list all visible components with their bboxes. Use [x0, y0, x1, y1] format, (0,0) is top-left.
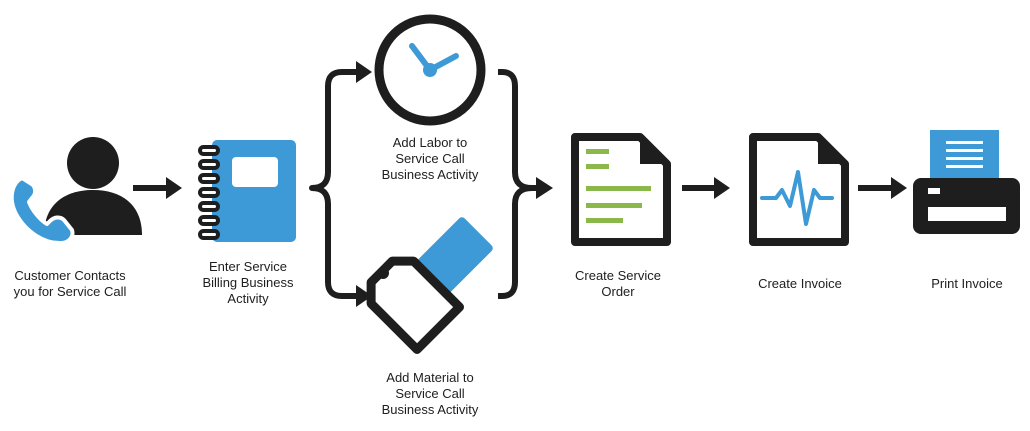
- price-tag-icon: [366, 213, 497, 354]
- step-label-add-labor: Add Labor to Service Call Business Activ…: [381, 135, 479, 182]
- arrow-1: [133, 177, 182, 199]
- step-label-enter-service-billing: Enter Service Billing Business Activity: [202, 259, 294, 306]
- step-label-create-service-order: Create Service Order: [575, 268, 661, 299]
- step-label-create-invoice: Create Invoice: [758, 276, 842, 291]
- merge-bracket: [498, 69, 553, 299]
- step-label-print-invoice: Print Invoice: [931, 276, 1003, 291]
- step-label-add-material: Add Material to Service Call Business Ac…: [381, 370, 479, 417]
- service-order-document-icon: [571, 133, 671, 246]
- notebook-icon: [198, 140, 296, 242]
- customer-phone-icon: [9, 137, 142, 246]
- arrow-2: [682, 177, 730, 199]
- step-label-customer-contacts: Customer Contacts you for Service Call: [13, 268, 127, 299]
- split-bracket: [309, 61, 372, 307]
- invoice-document-icon: [749, 133, 849, 246]
- printer-icon: [913, 130, 1020, 234]
- clock-icon: [374, 14, 486, 126]
- arrow-3: [858, 177, 907, 199]
